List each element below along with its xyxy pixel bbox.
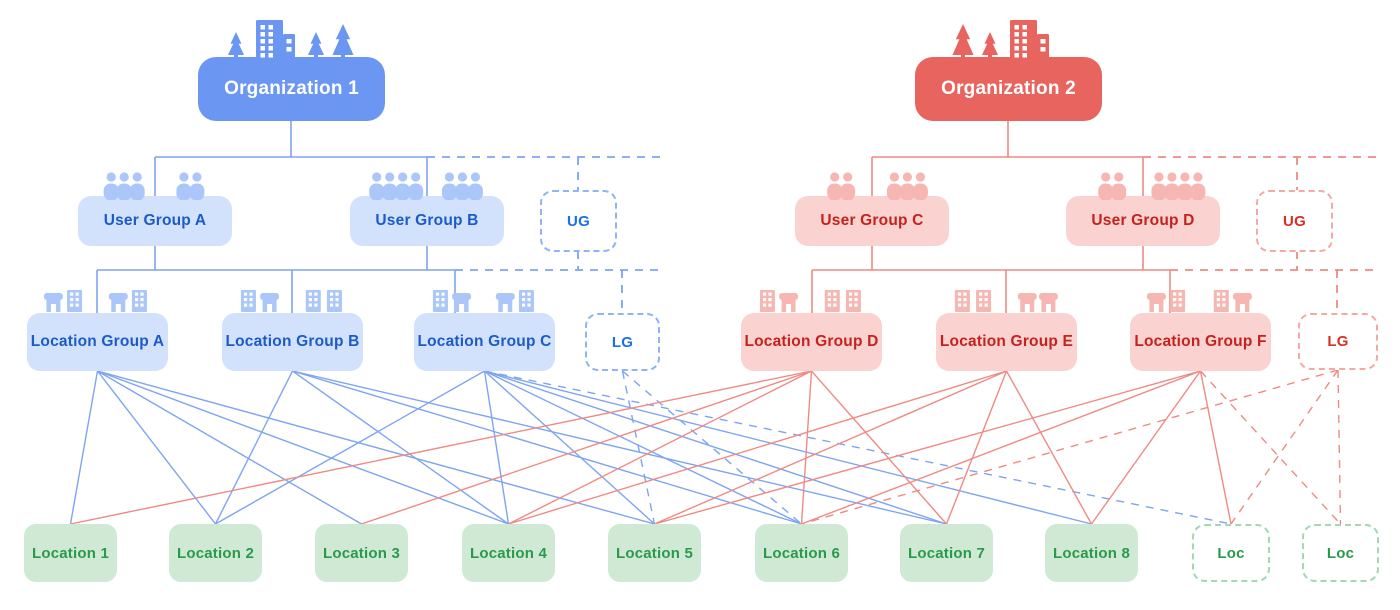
lg-ghost-red-label: LG: [1327, 333, 1349, 350]
lg-c-label: Location Group C: [417, 333, 552, 350]
loc6-box: Location 6: [755, 524, 848, 582]
ug-c-box: User Group C: [795, 196, 949, 246]
lg-ghost-blue-label: LG: [611, 333, 634, 351]
loc1-label: Location 1: [31, 544, 109, 562]
edge-lg-c-loc4: [483, 370, 510, 525]
loc1-box: Location 1: [24, 524, 117, 582]
edge-lg-ghost-blue-loc5: [621, 370, 656, 525]
edge-lg-e-loc5: [654, 370, 1007, 525]
lg-ghost-blue-box: LG: [585, 313, 660, 371]
loc5-label: Location 5: [615, 544, 693, 562]
lg-a-box: Location Group A: [27, 313, 168, 371]
edge-lg-a-loc5: [97, 370, 655, 525]
edge-lg-ghost-blue-loc6: [622, 370, 802, 525]
lg-b-box: Location Group B: [222, 313, 363, 371]
loc4-box: Location 4: [462, 524, 555, 582]
org2-label: Organization 2: [941, 78, 1076, 99]
ug-ghost-blue-box: UG: [540, 190, 617, 252]
edge-lg-c-loc6: [484, 370, 802, 525]
loc7-label: Location 7: [907, 544, 985, 562]
edge-lg-f-loc-ghost1: [1199, 370, 1232, 525]
ug-a-label: User Group A: [103, 212, 207, 229]
loc3-box: Location 3: [315, 524, 408, 582]
ug-b-label: User Group B: [375, 212, 479, 229]
loc-ghost1-label: Loc: [1217, 544, 1245, 562]
org1-box: Organization 1: [198, 57, 385, 121]
ug-ghost-red-box: UG: [1256, 190, 1333, 252]
lg-d-box: Location Group D: [741, 313, 882, 371]
edge-lg-ghost-red-loc-ghost2: [1337, 369, 1342, 525]
loc2-label: Location 2: [176, 544, 254, 562]
edge-lg-c-loc5: [484, 370, 655, 525]
org2-box: Organization 2: [915, 57, 1102, 121]
loc7-box: Location 7: [900, 524, 993, 582]
lg-a-label: Location Group A: [30, 333, 165, 350]
edge-lg-ghost-red-loc-ghost1: [1230, 369, 1339, 525]
loc-ghost2-label: Loc: [1326, 544, 1355, 562]
loc5-box: Location 5: [608, 524, 701, 582]
edge-lg-c-loc2: [215, 370, 485, 525]
lg-ghost-red-box: LG: [1298, 313, 1378, 370]
loc4-label: Location 4: [469, 544, 547, 562]
loc3-label: Location 3: [322, 544, 400, 562]
lg-d-label: Location Group D: [744, 333, 879, 350]
edge-lg-d-loc4: [508, 370, 812, 525]
edge-lg-e-loc8: [1005, 370, 1093, 525]
edge-lg-f-loc6: [801, 370, 1201, 525]
ug-b-box: User Group B: [350, 196, 504, 246]
edge-lg-e-loc4: [508, 370, 1007, 525]
edge-lg-a-loc1: [69, 370, 99, 525]
edge-lg-f-loc-ghost2: [1199, 370, 1342, 525]
ug-ghost-red-label: UG: [1283, 212, 1306, 230]
ug-d-label: User Group D: [1091, 212, 1195, 229]
edge-lg-d-loc1: [70, 370, 812, 525]
ug-ghost-blue-label: UG: [567, 212, 590, 230]
loc-ghost2-box: Loc: [1302, 524, 1379, 582]
lg-c-box: Location Group C: [414, 313, 555, 371]
edge-lg-f-loc5: [654, 370, 1201, 525]
lg-f-box: Location Group F: [1130, 313, 1271, 371]
loc-ghost1-box: Loc: [1192, 524, 1270, 582]
edge-lg-b-loc2: [214, 370, 294, 525]
loc8-label: Location 8: [1052, 544, 1130, 562]
edge-lg-c-loc-ghost1: [484, 370, 1232, 525]
ug-d-box: User Group D: [1066, 196, 1220, 246]
edge-lg-d-loc7: [810, 370, 948, 525]
loc6-label: Location 6: [762, 544, 840, 562]
edge-lg-b-loc4: [292, 370, 509, 525]
edge-lg-f-loc8: [1090, 370, 1202, 525]
edge-lg-ghost-red-loc6: [801, 369, 1339, 525]
lg-f-label: Location Group F: [1134, 333, 1267, 350]
ug-a-box: User Group A: [78, 196, 232, 246]
edge-lg-d-loc3: [361, 370, 812, 525]
edge-lg-a-loc3: [97, 370, 362, 525]
edge-lg-b-loc6: [292, 370, 802, 525]
loc2-box: Location 2: [169, 524, 262, 582]
edge-lg-d-loc6: [800, 370, 813, 525]
loc8-box: Location 8: [1045, 524, 1138, 582]
org1-label: Organization 1: [224, 78, 359, 99]
lg-b-label: Location Group B: [225, 333, 360, 350]
edge-lg-b-loc7: [292, 370, 947, 525]
lg-e-box: Location Group E: [936, 313, 1077, 371]
lg-e-label: Location Group E: [939, 333, 1074, 350]
edge-lg-a-loc2: [96, 370, 217, 525]
edge-lg-c-loc8: [484, 370, 1092, 525]
edge-lg-e-loc7: [945, 370, 1008, 525]
edge-lg-a-loc4: [97, 370, 509, 525]
ug-c-label: User Group C: [820, 212, 924, 229]
